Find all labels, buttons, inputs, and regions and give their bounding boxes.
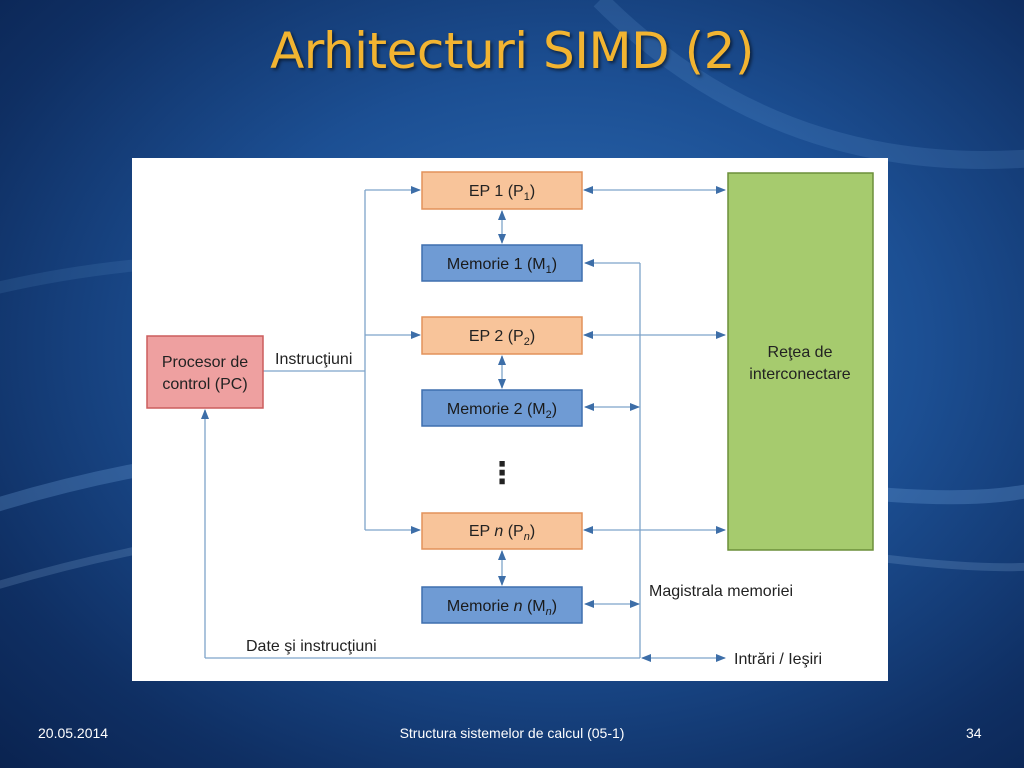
ep-box-1 bbox=[421, 171, 583, 210]
memory-box-n bbox=[421, 586, 583, 624]
footer-page-number: 34 bbox=[966, 725, 982, 741]
ep-label-2: EP 2 (P2) bbox=[469, 328, 535, 348]
ep-box-n bbox=[421, 512, 583, 550]
memory-bus-label: Magistrala memoriei bbox=[649, 583, 793, 600]
ep-label-1: EP 1 (P1) bbox=[469, 183, 535, 203]
ep-label-n: EP n (Pn) bbox=[469, 523, 535, 543]
memory-box-1 bbox=[421, 244, 583, 282]
footer-course-title: Structura sistemelor de calcul (05-1) bbox=[399, 725, 625, 741]
io-label: Intrări / Ieşiri bbox=[734, 651, 822, 668]
unit-ellipsis: ⋮ bbox=[487, 456, 517, 491]
network-line1: Reţea de bbox=[768, 344, 833, 361]
control-processor-box bbox=[146, 335, 264, 409]
interconnection-network-box bbox=[727, 172, 874, 551]
memory-box-2 bbox=[421, 389, 583, 427]
control-processor-line1: Procesor de bbox=[162, 354, 248, 371]
control-processor-line2: control (PC) bbox=[162, 376, 247, 393]
slide-title: Arhitecturi SIMD (2) bbox=[270, 22, 754, 80]
connections bbox=[201, 186, 726, 662]
memory-label-1: Memorie 1 (M1) bbox=[447, 256, 557, 276]
data-instructions-label: Date şi instrucţiuni bbox=[246, 638, 377, 655]
instructions-label: Instrucţiuni bbox=[275, 351, 352, 368]
network-line2: interconectare bbox=[749, 366, 850, 383]
memory-label-2: Memorie 2 (M2) bbox=[447, 401, 557, 421]
simd-diagram: Procesor de control (PC) Instrucţiuni Re… bbox=[132, 158, 888, 681]
footer-date: 20.05.2014 bbox=[38, 725, 109, 741]
diagram-canvas: Procesor de control (PC) Instrucţiuni Re… bbox=[146, 171, 874, 668]
ep-box-2 bbox=[421, 316, 583, 355]
memory-label-n: Memorie n (Mn) bbox=[447, 598, 557, 618]
